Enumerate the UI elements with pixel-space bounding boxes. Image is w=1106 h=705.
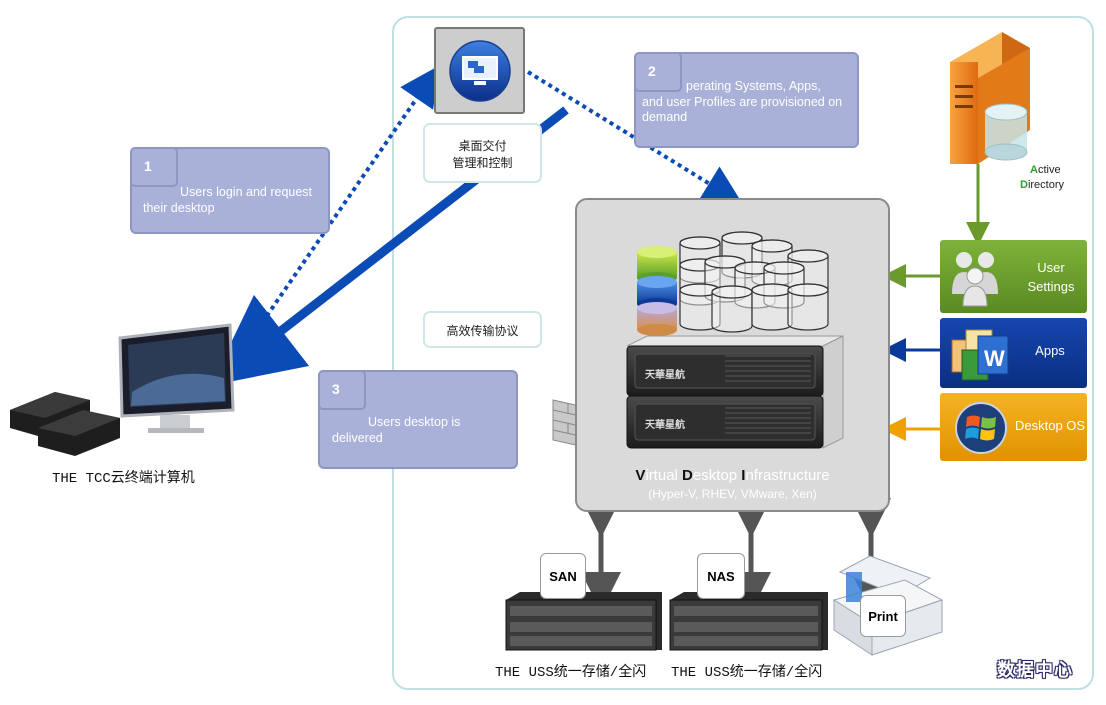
step-2-callout: 2 perating Systems, Apps, and user Profi… xyxy=(634,52,859,148)
step-3-callout: 3 Users desktop is delivered xyxy=(318,370,518,469)
desktop-delivery-label: 桌面交付 管理和控制 xyxy=(423,123,542,183)
nas-storage-caption: THE USS统一存储/全闪 xyxy=(671,665,823,681)
step-2-text-line1: perating Systems, Apps, xyxy=(686,79,821,93)
san-label: SAN xyxy=(540,553,586,599)
vdi-word-virtual: irtual xyxy=(645,467,683,484)
vdi-letter-i: I xyxy=(741,467,746,484)
apps-label: Apps xyxy=(1035,343,1065,358)
step-2-text-line3: demand xyxy=(642,110,688,124)
ad-letter-a: A xyxy=(1030,164,1038,176)
thin-client-caption: THE TCC云终端计算机 xyxy=(52,471,195,487)
vdi-title: Virtual Desktop Infrastructure xyxy=(575,467,890,484)
user-settings-label-line1: User xyxy=(1037,260,1065,275)
ad-word-directory: irectory xyxy=(1027,179,1065,191)
nas-storage-array-icon xyxy=(669,592,828,651)
svg-text:W: W xyxy=(984,346,1005,371)
step-1-text-line1: Users login and request xyxy=(180,185,313,199)
ad-word-active: ctive xyxy=(1037,164,1061,176)
datacenter-label: 数据中心 xyxy=(997,660,1073,680)
step-2-text-line2: and user Profiles are provisioned on xyxy=(642,95,843,109)
provision-arrow xyxy=(526,70,744,205)
vdi-word-infrastructure: nfrastructure xyxy=(745,467,830,484)
active-directory-server-icon xyxy=(950,32,1030,164)
step-3-number: 3 xyxy=(318,370,366,410)
user-settings-panel: User Settings xyxy=(940,240,1087,313)
server-brand-label: 天華星航 xyxy=(645,370,685,381)
nas-label: NAS xyxy=(697,553,745,599)
step-3-text-line1: Users desktop is xyxy=(368,415,461,429)
server-brand-label: 天華星航 xyxy=(645,420,685,431)
users-icon xyxy=(952,252,998,307)
desktop-os-panel: Desktop OS xyxy=(940,393,1087,461)
step-3-text-line2: delivered xyxy=(332,431,383,445)
ad-letter-d: D xyxy=(1020,179,1028,191)
print-label: Print xyxy=(860,595,906,637)
desktop-broker-icon xyxy=(434,27,525,114)
thin-client-icon xyxy=(10,323,235,456)
vdi-servers-graphic xyxy=(626,231,844,449)
desktop-delivery-line2: 管理和控制 xyxy=(452,156,513,170)
step-1-text-line2: their desktop xyxy=(143,201,215,215)
san-storage-caption: THE USS统一存储/全闪 xyxy=(495,665,647,681)
windows-logo-icon xyxy=(955,402,1007,454)
protocol-label: 高效传输协议 xyxy=(423,311,542,348)
user-settings-label-line2: Settings xyxy=(1027,279,1075,294)
san-storage-array-icon xyxy=(505,592,662,651)
vdi-letter-d: D xyxy=(682,467,693,484)
step-2-number: 2 xyxy=(634,52,682,92)
active-directory-label: Active Directory xyxy=(1020,163,1064,193)
apps-panel: W Apps xyxy=(940,318,1087,388)
step-1-number: 1 xyxy=(130,147,178,187)
step-1-callout: 1 Users login and request their desktop xyxy=(130,147,330,234)
desktop-delivery-line1: 桌面交付 xyxy=(458,139,507,153)
vdi-word-desktop: esktop xyxy=(692,467,742,484)
vdi-subtitle: (Hyper-V, RHEV, VMware, Xen) xyxy=(648,487,817,501)
desktop-os-label: Desktop OS xyxy=(1015,418,1086,433)
office-apps-icon: W xyxy=(951,329,1009,381)
vdi-letter-v: V xyxy=(635,467,646,484)
